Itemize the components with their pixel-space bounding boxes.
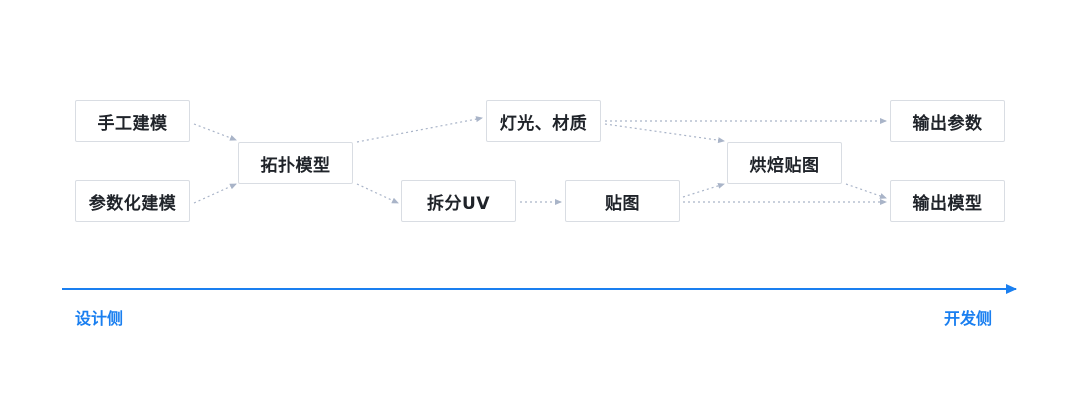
node-output-model: 输出模型 [890,180,1005,222]
edge-bake-to-output-model [845,183,887,199]
edge-manual-to-topology [193,123,237,141]
edge-lighting-to-bake [604,123,725,144]
node-label: 灯光、材质 [499,113,588,134]
edge-param-to-topology [193,183,237,204]
node-label: 参数化建模 [88,193,177,214]
node-label: 手工建模 [97,113,168,134]
node-parametric-modeling: 参数化建模 [75,180,190,222]
node-label: 贴图 [605,193,640,214]
node-uv-unwrap: 拆分UV [401,180,516,222]
node-label: 输出模型 [912,193,983,214]
node-output-params: 输出参数 [890,100,1005,142]
node-label: 拓扑模型 [260,155,331,176]
edge-topology-to-uv [356,183,399,204]
node-texture-map: 贴图 [565,180,680,222]
node-topology-model: 拓扑模型 [238,142,353,184]
edge-texture-to-bake [682,182,725,198]
node-manual-modeling: 手工建模 [75,100,190,142]
timeline-end-label: 开发侧 [944,309,993,328]
node-label: 烘焙贴图 [749,155,820,176]
edge-topology-to-lighting [356,116,483,143]
timeline-start-label: 设计侧 [75,309,124,328]
node-label: 输出参数 [912,113,983,134]
node-label: 拆分UV [427,193,490,214]
node-lighting-material: 灯光、材质 [486,100,601,142]
node-bake-texture: 烘焙贴图 [727,142,842,184]
